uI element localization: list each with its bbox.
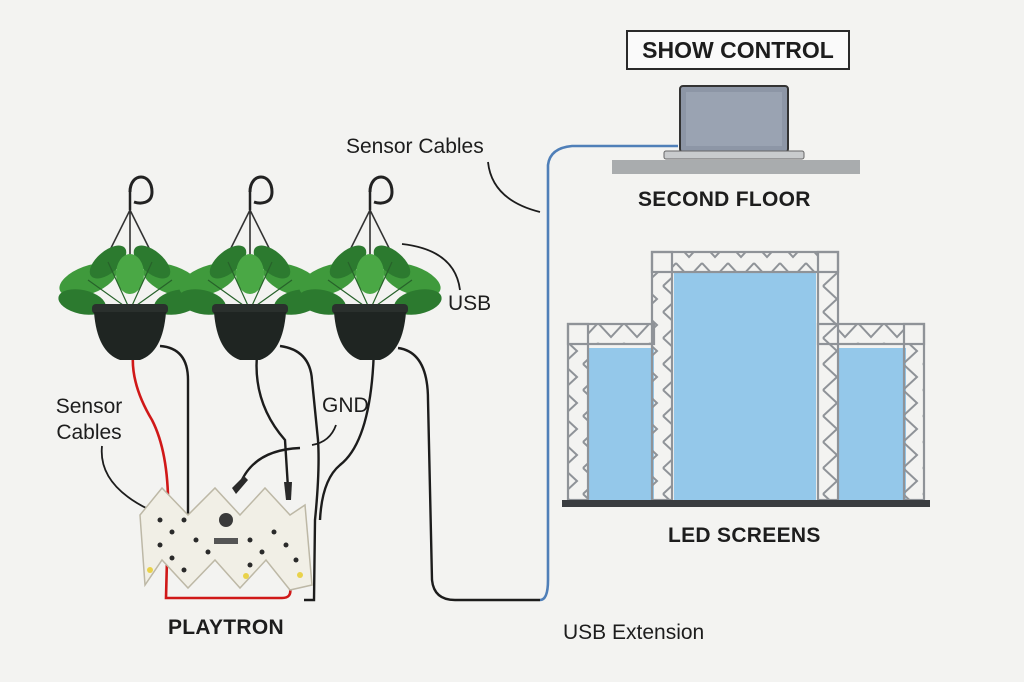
usb-extension-label: USB Extension <box>563 621 705 644</box>
led-screens-label: LED SCREENS <box>668 524 821 547</box>
usb-label: USB <box>448 292 492 315</box>
plant-3 <box>293 175 447 362</box>
led-screen-center <box>674 272 816 500</box>
second-floor-label: SECOND FLOOR <box>638 188 811 211</box>
label-leaders <box>100 161 541 511</box>
plant-1 <box>53 175 207 362</box>
plant2-wire <box>255 345 290 489</box>
second-floor-shelf <box>612 160 860 174</box>
plant2-right-wire <box>279 344 320 602</box>
plant3-usb-wire <box>397 346 540 602</box>
plant1-gnd-wire <box>159 344 190 520</box>
red-sensor-cable <box>131 345 292 600</box>
gnd-label: GND <box>322 394 369 417</box>
show-control-label: SHOW CONTROL <box>626 30 850 70</box>
playtron-label: PLAYTRON <box>168 616 284 639</box>
led-screen-left <box>588 348 654 500</box>
usb-cable <box>539 144 678 602</box>
led-screen-right <box>838 348 906 500</box>
alligator-clips <box>232 476 292 500</box>
truss-icon <box>562 250 930 507</box>
laptop-icon <box>663 85 805 160</box>
sensor-cables-top-label: Sensor Cables <box>346 135 484 158</box>
playtron-board-icon <box>139 486 313 591</box>
sensor-cables-left-label: Sensor Cables <box>55 395 123 444</box>
plant3-wire <box>318 345 376 521</box>
plant-2 <box>173 175 327 362</box>
